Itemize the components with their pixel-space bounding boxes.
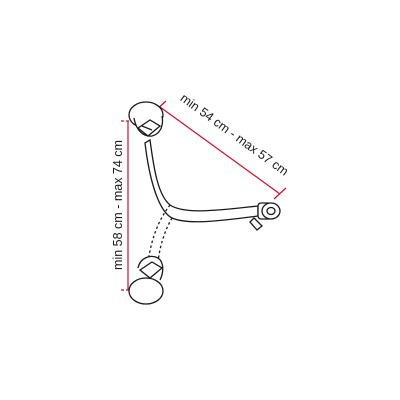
diagonal-dimension-label: min 54 cm - max 57 cm <box>178 91 291 179</box>
bottom-clamp-buckle <box>138 261 164 279</box>
bottom-tube-section <box>128 277 164 305</box>
right-end-clamp <box>249 202 281 231</box>
vertical-dimension-label: min 58 cm - max 74 cm <box>111 140 125 270</box>
bottom-clamp <box>128 255 164 305</box>
top-clamp-detail <box>141 125 153 131</box>
upper-frame-tube <box>144 138 259 223</box>
diagonal-dimension-line <box>159 106 281 195</box>
right-clamp-knob <box>249 217 263 231</box>
top-clamp <box>128 101 164 137</box>
right-clamp-ring-inner <box>266 206 276 216</box>
top-clamp-buckle <box>136 119 162 137</box>
diagonal-dimension-tick-end <box>273 187 287 200</box>
frame-tubes <box>144 138 259 263</box>
